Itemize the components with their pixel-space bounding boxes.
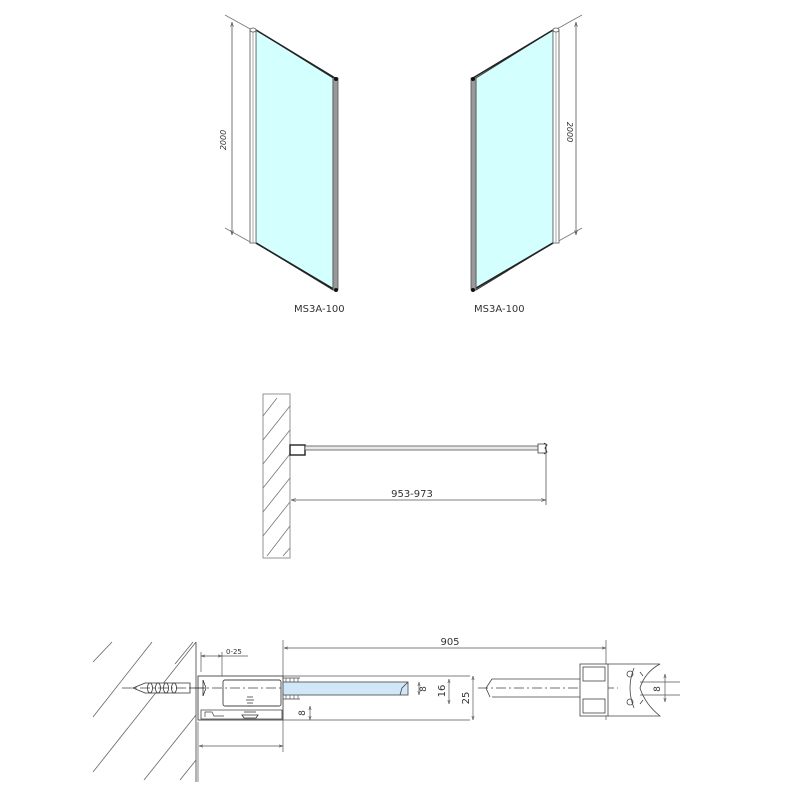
channel-width-label: 16 <box>437 685 448 698</box>
left-model-label: MS3A-100 <box>294 304 345 315</box>
wall-hatching-detail <box>92 641 197 781</box>
glass-section <box>282 681 409 696</box>
base-offset-label: 8 <box>298 710 308 716</box>
wall-bracket <box>289 444 306 456</box>
right-panel-view: 2000 MS3A-100 <box>470 14 583 315</box>
section-detail: 0-25 8 <box>92 637 680 782</box>
profile-width-label: 25 <box>461 692 472 705</box>
wall-hatching <box>262 397 291 557</box>
plan-view: 953-973 <box>262 393 548 559</box>
adjust-range-label: 0-25 <box>226 648 242 656</box>
end-profile-section <box>579 663 662 717</box>
right-model-label: MS3A-100 <box>474 304 525 315</box>
right-end-profile <box>470 77 477 291</box>
end-glass-thickness-label: 8 <box>653 686 663 692</box>
left-panel-view: 2000 MS3A-100 <box>219 14 345 315</box>
glass-plan <box>304 445 539 451</box>
screw-icon <box>241 696 259 719</box>
glass-thickness-label: 8 <box>419 686 429 692</box>
width-dimension-label: 953-973 <box>391 489 433 500</box>
wall-section <box>262 393 291 559</box>
left-end-profile <box>332 77 339 291</box>
left-height-label: 2000 <box>219 130 228 150</box>
right-height-label: 2000 <box>565 122 574 142</box>
length-dimension-label: 905 <box>440 637 459 648</box>
